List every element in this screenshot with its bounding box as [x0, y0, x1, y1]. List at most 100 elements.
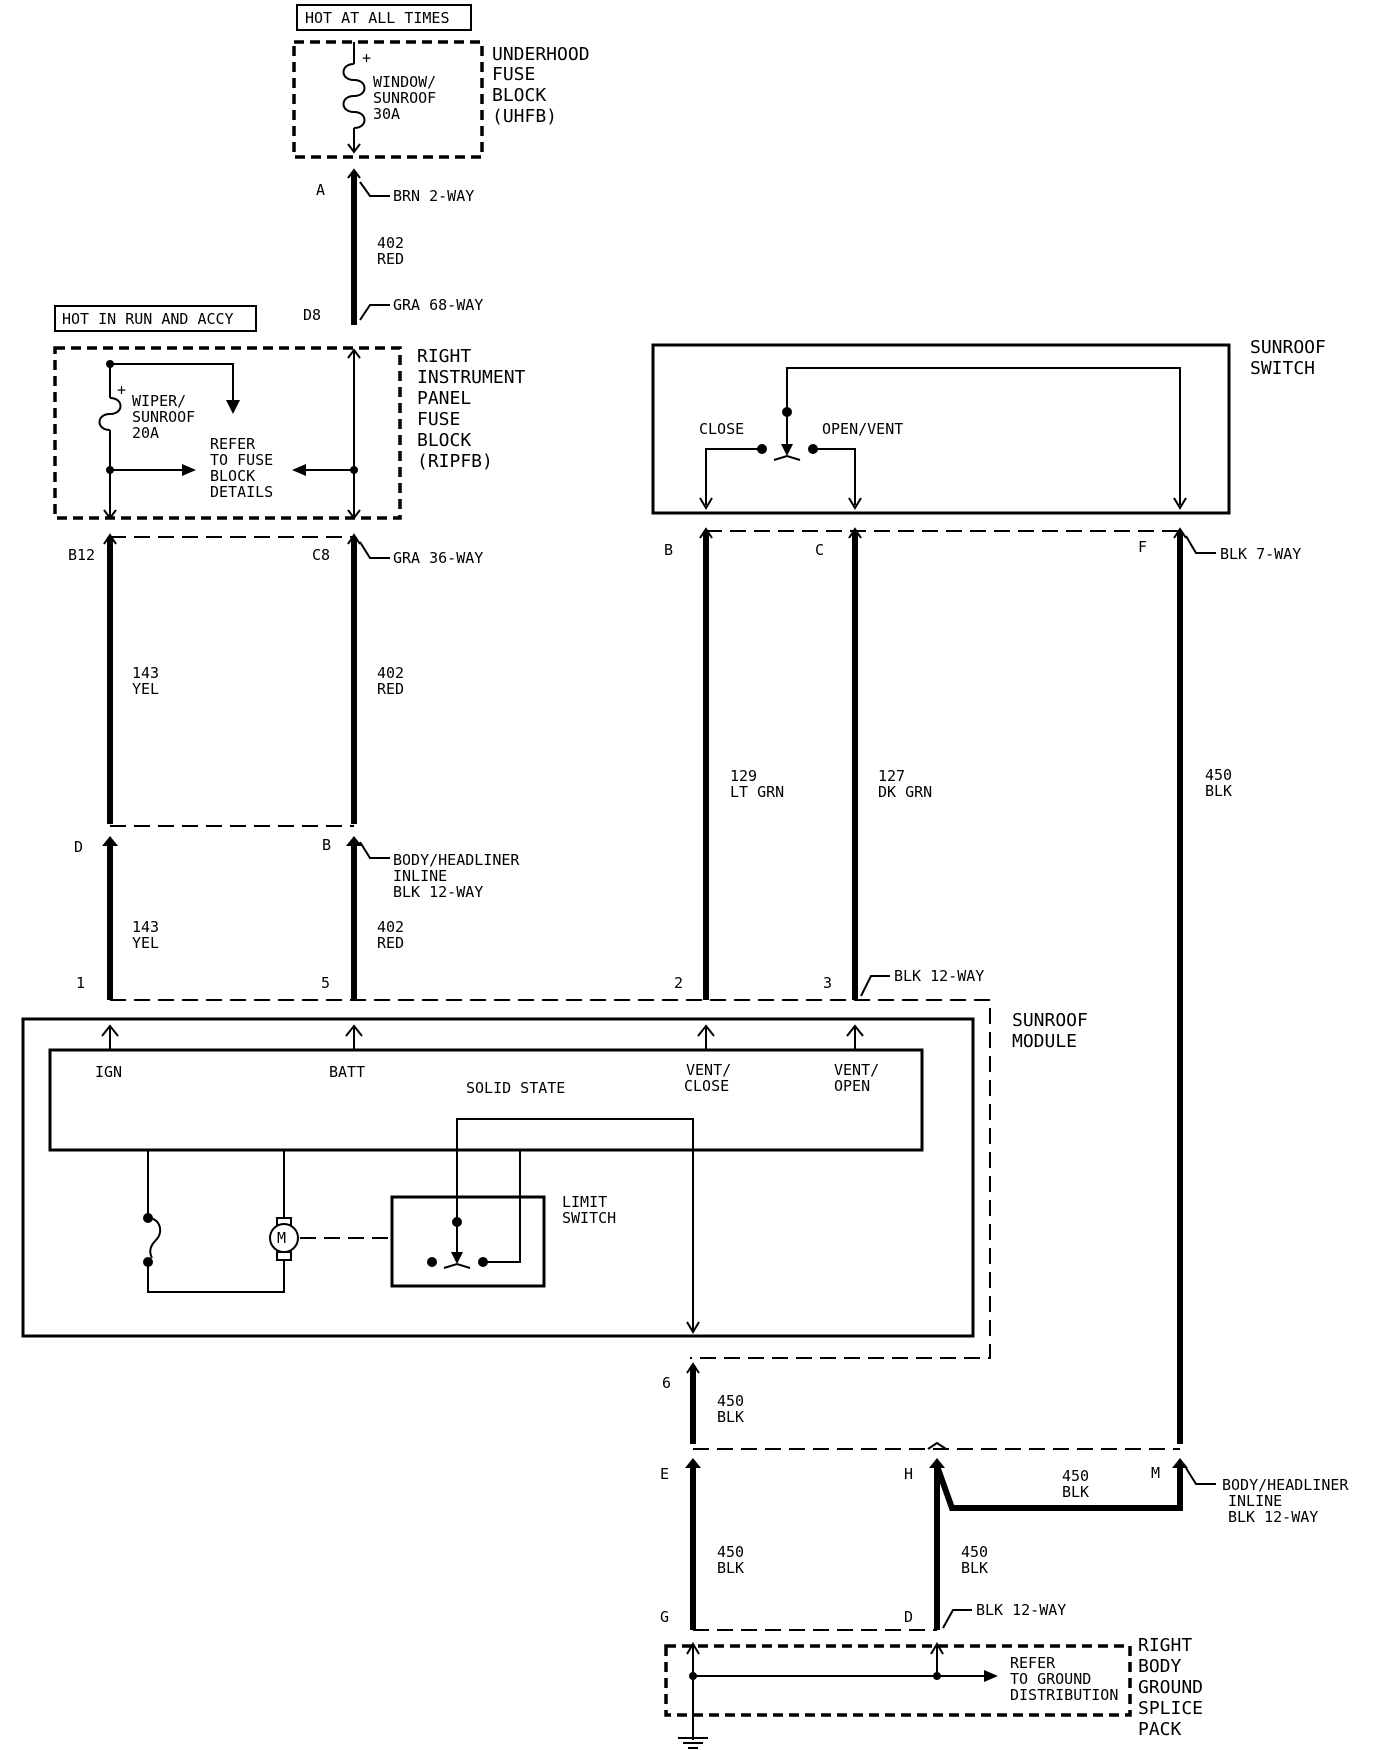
connector-a-arrow [347, 168, 361, 179]
svg-text:HOT IN RUN AND ACCY: HOT IN RUN AND ACCY [62, 310, 234, 328]
svg-text:WINDOW/: WINDOW/ [373, 73, 436, 91]
hot-in-run-accy-label: HOT IN RUN AND ACCY [54, 305, 257, 332]
svg-text:VENT/: VENT/ [834, 1061, 879, 1079]
svg-text:BODY/HEADLINER: BODY/HEADLINER [1222, 1476, 1349, 1494]
svg-text:BLK 12-WAY: BLK 12-WAY [1228, 1508, 1318, 1526]
svg-text:RED: RED [377, 934, 404, 952]
ign-label: IGN [95, 1063, 122, 1081]
ripfb-box [53, 346, 402, 520]
svg-text:BODY: BODY [1138, 1656, 1182, 1677]
ground-splice-circuit [686, 1642, 998, 1740]
svg-text:UNDERHOOD: UNDERHOOD [492, 44, 590, 65]
svg-text:RED: RED [377, 250, 404, 268]
wire-402-top-label: 402 [377, 234, 404, 252]
hot-at-all-times-label: HOT AT ALL TIMES [296, 4, 472, 31]
module-connector-outline [110, 999, 991, 1359]
svg-text:30A: 30A [373, 105, 400, 123]
uhfb-box [292, 40, 484, 159]
pin-c8: C8 [312, 546, 330, 564]
pin-e: E [660, 1465, 669, 1483]
wire-450-h-m [934, 1464, 1183, 1511]
conn-blk-12way-ground: BLK 12-WAY [976, 1601, 1066, 1619]
vent-close-label: VENT/ CLOSE [684, 1061, 731, 1095]
ripfb-feed-through [292, 348, 361, 520]
conn-brn-2way: BRN 2-WAY [393, 187, 474, 205]
svg-text:BLK: BLK [1062, 1483, 1089, 1501]
svg-text:INSTRUMENT: INSTRUMENT [417, 367, 526, 388]
pin-f: F [1138, 538, 1147, 556]
module-input-arrows [101, 1024, 864, 1050]
svg-text:SWITCH: SWITCH [1250, 358, 1315, 379]
solid-state-label: SOLID STATE [466, 1079, 565, 1097]
wire-450-hm-label: 450 [1062, 1467, 1089, 1485]
fuse-wiper-sunroof: + WIPER/ SUNROOF 20A [98, 360, 240, 520]
svg-text:(RIPFB): (RIPFB) [417, 451, 493, 472]
wire-450-e-label: 450 [717, 1543, 744, 1561]
conn-blk-7way: BLK 7-WAY [1220, 545, 1301, 563]
svg-text:BLK: BLK [961, 1559, 988, 1577]
svg-text:TO FUSE: TO FUSE [210, 451, 273, 469]
svg-text:DISTRIBUTION: DISTRIBUTION [1010, 1686, 1118, 1704]
svg-text:YEL: YEL [132, 680, 159, 698]
svg-text:RIGHT: RIGHT [417, 346, 471, 367]
svg-text:RIGHT: RIGHT [1138, 1635, 1192, 1656]
svg-text:BLOCK: BLOCK [210, 467, 255, 485]
sunroof-switch-contacts [699, 367, 1187, 510]
limit-switch-contacts [427, 1118, 700, 1334]
conn-blk-12way-module: BLK 12-WAY [894, 967, 984, 985]
svg-text:VENT/: VENT/ [686, 1061, 731, 1079]
pin-6: 6 [662, 1374, 671, 1392]
svg-text:(UHFB): (UHFB) [492, 106, 557, 127]
svg-text:PACK: PACK [1138, 1719, 1182, 1740]
pin-h: H [904, 1465, 913, 1483]
solid-state-box [48, 1048, 924, 1152]
svg-text:REFER: REFER [1010, 1654, 1056, 1672]
pin-2: 2 [674, 974, 683, 992]
wire-402-a-label: 402 [377, 664, 404, 682]
switch-open-vent-label: OPEN/VENT [822, 420, 903, 438]
conn-gra-36way: GRA 36-WAY [393, 549, 483, 567]
conn-headliner-upper: BODY/HEADLINER INLINE BLK 12-WAY [393, 851, 520, 901]
svg-text:M: M [277, 1229, 286, 1247]
wire-450-right-label: 450 [1205, 766, 1232, 784]
svg-text:BODY/HEADLINER: BODY/HEADLINER [393, 851, 520, 869]
limit-switch-box [390, 1195, 546, 1288]
svg-text:BLK: BLK [717, 1408, 744, 1426]
pin-1: 1 [76, 974, 85, 992]
pin-d-upper: D [74, 838, 83, 856]
svg-text:HOT AT ALL TIMES: HOT AT ALL TIMES [305, 9, 450, 27]
svg-text:PANEL: PANEL [417, 388, 471, 409]
svg-text:SWITCH: SWITCH [562, 1209, 616, 1227]
svg-text:SUNROOF: SUNROOF [132, 408, 195, 426]
svg-text:MODULE: MODULE [1012, 1031, 1077, 1052]
uhfb-label: UNDERHOOD FUSE BLOCK (UHFB) [492, 44, 590, 127]
refer-fuse-block-details: REFER TO FUSE BLOCK DETAILS [210, 435, 273, 501]
ground-icon [678, 1737, 708, 1749]
svg-text:RED: RED [377, 680, 404, 698]
pin-c: C [815, 541, 824, 559]
ground-splice-pack-box [664, 1644, 1132, 1717]
svg-text:20A: 20A [132, 424, 159, 442]
ground-splice-pack-label: RIGHT BODY GROUND SPLICE PACK [1138, 1635, 1203, 1740]
svg-text:+: + [117, 381, 126, 399]
motor-icon: M [269, 1150, 392, 1268]
svg-text:BLK: BLK [1205, 782, 1232, 800]
pin-m: M [1151, 1464, 1160, 1482]
refer-ground-distribution: REFER TO GROUND DISTRIBUTION [1010, 1654, 1118, 1704]
sunroof-module-box [21, 1017, 975, 1338]
wire-450-h-label: 450 [961, 1543, 988, 1561]
pin-d8: D8 [303, 306, 321, 324]
svg-text:WIPER/: WIPER/ [132, 392, 186, 410]
wire-402-b-label: 402 [377, 918, 404, 936]
pin-g: G [660, 1608, 669, 1626]
wire-129-label: 129 [730, 767, 757, 785]
pin-b-upper: B [322, 836, 331, 854]
svg-text:YEL: YEL [132, 934, 159, 952]
svg-text:FUSE: FUSE [492, 64, 535, 85]
svg-text:SUNROOF: SUNROOF [373, 89, 436, 107]
svg-text:SPLICE: SPLICE [1138, 1698, 1203, 1719]
svg-text:BLK: BLK [717, 1559, 744, 1577]
pin-5: 5 [321, 974, 330, 992]
limit-switch-label: LIMIT SWITCH [562, 1193, 616, 1227]
